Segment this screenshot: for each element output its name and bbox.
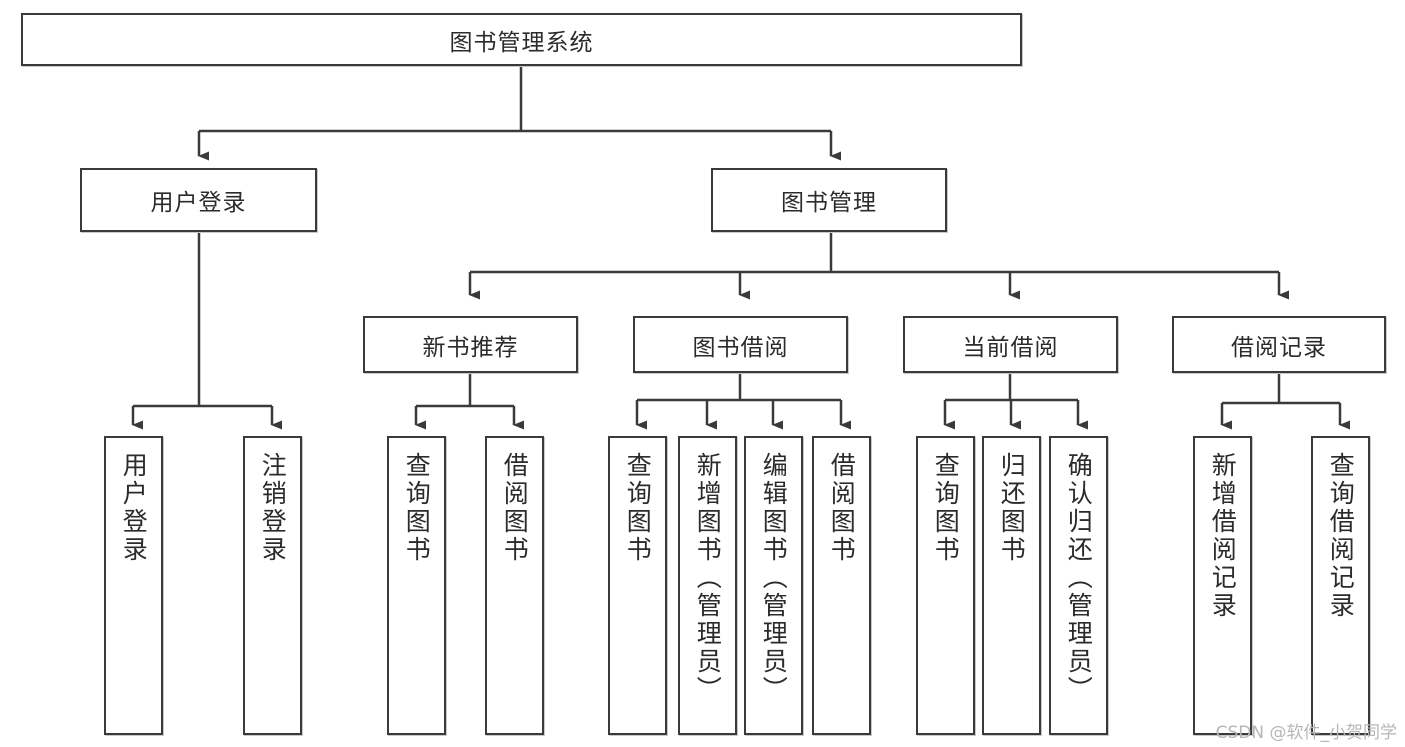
leaf-add-book-label: 新增图书（管理员） [693, 452, 723, 704]
leaf-borrow-book-1-label: 借阅图书 [500, 452, 530, 564]
leaf-borrow-book-1[interactable]: 借阅图书 [485, 436, 544, 735]
leaf-add-book[interactable]: 新增图书（管理员） [678, 436, 737, 735]
leaf-borrow-book-2[interactable]: 借阅图书 [812, 436, 871, 735]
leaf-confirm-return[interactable]: 确认归还（管理员） [1049, 436, 1108, 735]
node-user-login-label: 用户登录 [150, 190, 247, 216]
node-new-book-rec[interactable]: 新书推荐 [363, 316, 578, 373]
leaf-query-book-2[interactable]: 查询图书 [608, 436, 667, 735]
node-root[interactable]: 图书管理系统 [21, 13, 1022, 66]
node-current-borrow-label: 当前借阅 [962, 334, 1059, 361]
leaf-add-record-label: 新增借阅记录 [1208, 452, 1238, 620]
leaf-user-login-label: 用户登录 [119, 452, 149, 564]
node-book-borrow[interactable]: 图书借阅 [633, 316, 848, 373]
leaf-query-record[interactable]: 查询借阅记录 [1311, 436, 1370, 735]
leaf-edit-book[interactable]: 编辑图书（管理员） [744, 436, 803, 735]
leaf-confirm-return-label: 确认归还（管理员） [1064, 452, 1094, 704]
leaf-edit-book-label: 编辑图书（管理员） [759, 452, 789, 704]
node-book-manage[interactable]: 图书管理 [711, 168, 947, 232]
leaf-return-book-label: 归还图书 [997, 452, 1027, 564]
leaf-query-book-2-label: 查询图书 [623, 452, 653, 564]
watermark: CSDN @软件_小贺同学 [1215, 723, 1397, 743]
leaf-query-book-1[interactable]: 查询图书 [387, 436, 446, 735]
node-user-login[interactable]: 用户登录 [80, 168, 317, 232]
leaf-query-book-1-label: 查询图书 [402, 452, 432, 564]
leaf-borrow-book-2-label: 借阅图书 [827, 452, 857, 564]
leaf-logout[interactable]: 注销登录 [243, 436, 302, 735]
node-current-borrow[interactable]: 当前借阅 [903, 316, 1118, 373]
node-book-manage-label: 图书管理 [781, 190, 877, 216]
node-borrow-record[interactable]: 借阅记录 [1172, 316, 1386, 373]
node-borrow-record-label: 借阅记录 [1231, 334, 1327, 361]
leaf-user-login[interactable]: 用户登录 [104, 436, 163, 735]
node-book-borrow-label: 图书借阅 [692, 334, 789, 361]
leaf-return-book[interactable]: 归还图书 [982, 436, 1041, 735]
leaf-query-book-3[interactable]: 查询图书 [916, 436, 975, 735]
node-new-book-rec-label: 新书推荐 [422, 334, 519, 361]
leaf-logout-label: 注销登录 [258, 452, 288, 564]
leaf-add-record[interactable]: 新增借阅记录 [1193, 436, 1252, 735]
leaf-query-book-3-label: 查询图书 [931, 452, 961, 564]
node-root-label: 图书管理系统 [449, 29, 594, 56]
leaf-query-record-label: 查询借阅记录 [1326, 452, 1356, 620]
